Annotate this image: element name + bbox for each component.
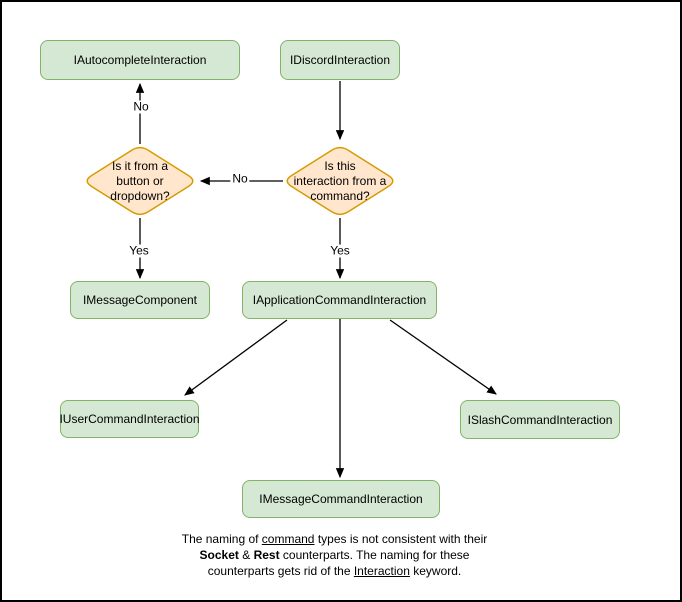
node-autocomplete-interaction: IAutocompleteInteraction xyxy=(40,40,240,80)
decision-from-command-shape xyxy=(286,146,394,216)
node-user-command-interaction-label: IUserCommandInteraction xyxy=(59,412,200,426)
node-application-command-interaction: IApplicationCommandInteraction xyxy=(242,281,437,319)
node-message-component: IMessageComponent xyxy=(70,281,210,319)
edge-label-yes-right: Yes xyxy=(328,243,352,258)
node-user-command-interaction: IUserCommandInteraction xyxy=(59,400,200,438)
node-discord-interaction-label: IDiscordInteraction xyxy=(289,53,391,67)
node-message-component-label: IMessageComponent xyxy=(82,293,198,307)
caption: The naming of command types is not consi… xyxy=(134,531,535,579)
arrow-application-to-user-command xyxy=(184,319,288,396)
node-message-command-interaction-label: IMessageCommandInteraction xyxy=(259,492,423,506)
decision-button-dropdown-label: Is it from a button or dropdown? xyxy=(110,158,170,203)
edge-label-yes-left: Yes xyxy=(127,243,151,258)
edge-label-no-mid: No xyxy=(230,171,250,186)
caption-line-1: The naming of command types is not consi… xyxy=(181,532,488,546)
node-autocomplete-interaction-label: IAutocompleteInteraction xyxy=(73,53,207,67)
node-slash-command-interaction: ISlashCommandInteraction xyxy=(460,400,620,439)
caption-line-2: Socket & Rest counterparts. The naming f… xyxy=(199,548,470,562)
caption-line-3: counterparts gets rid of the Interaction… xyxy=(207,564,462,578)
edge-label-no-top: No xyxy=(131,99,151,114)
node-discord-interaction: IDiscordInteraction xyxy=(280,40,400,80)
arrow-application-to-slash-command xyxy=(389,319,497,395)
node-application-command-interaction-label: IApplicationCommandInteraction xyxy=(252,293,427,307)
decision-button-dropdown-shape xyxy=(86,146,194,216)
node-slash-command-interaction-label: ISlashCommandInteraction xyxy=(467,412,613,427)
node-message-command-interaction: IMessageCommandInteraction xyxy=(242,480,440,518)
decision-from-command-label: Is this interaction from a command? xyxy=(293,158,387,203)
